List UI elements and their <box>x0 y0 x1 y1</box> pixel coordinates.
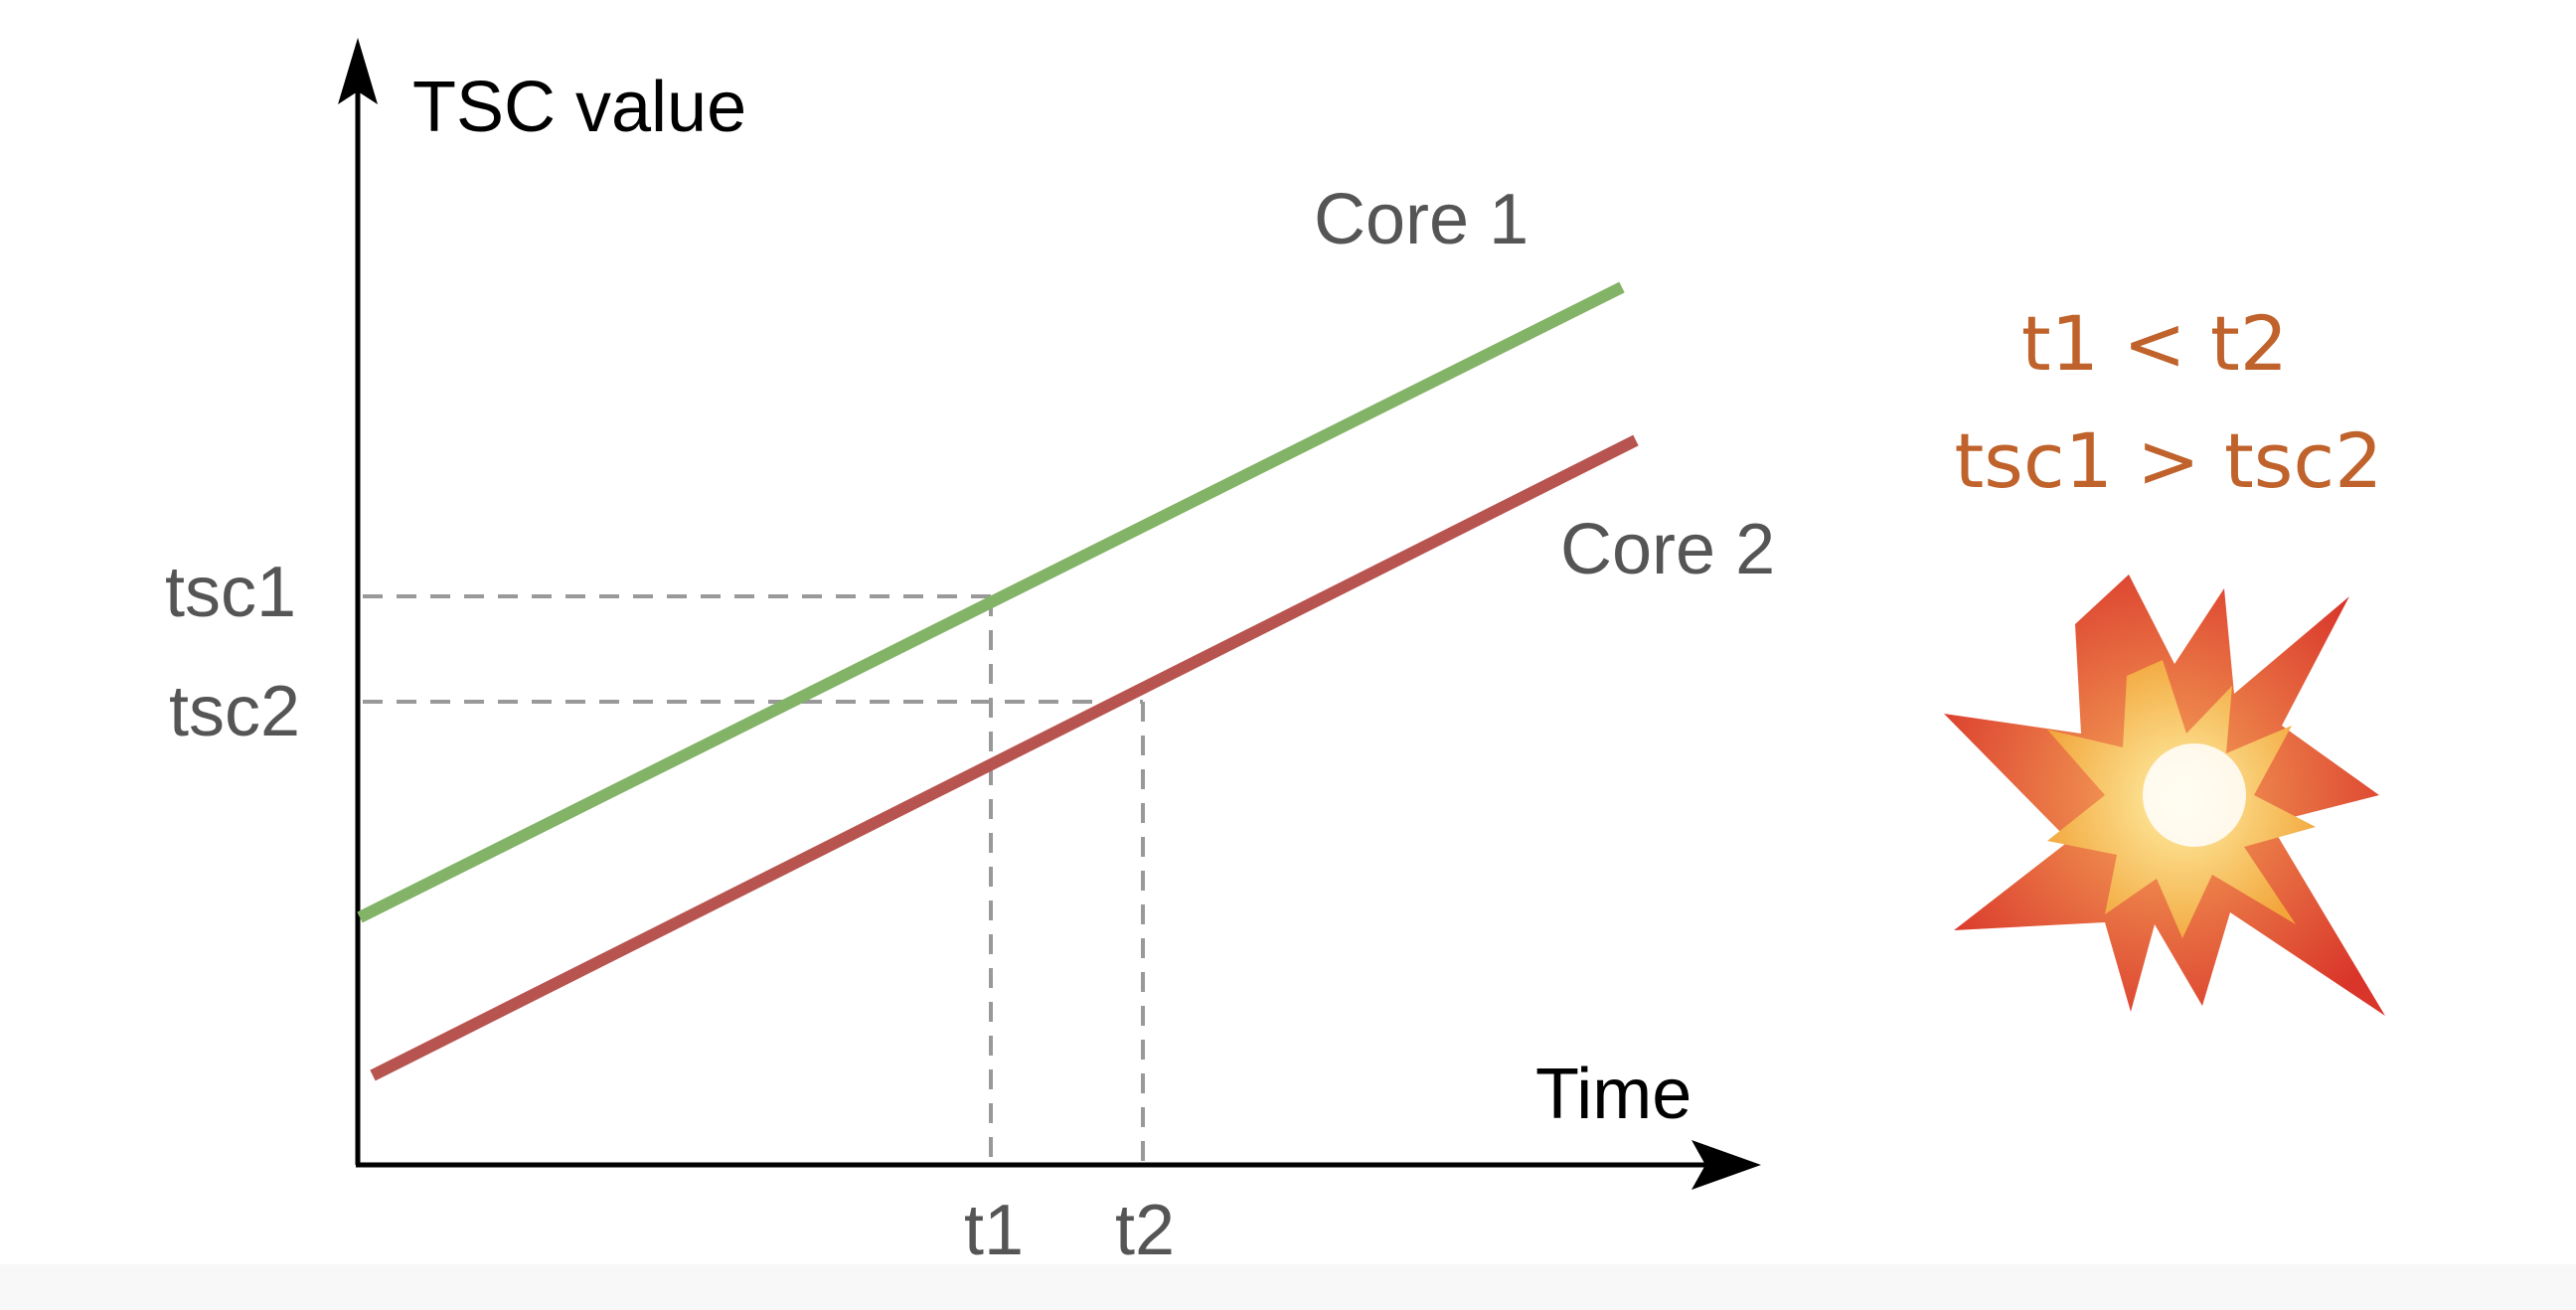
x-axis-title: Time <box>1535 1055 1691 1134</box>
core1-label: Core 1 <box>1314 180 1529 259</box>
note-inequality-time: t1 < t2 <box>2021 299 2288 388</box>
y-axis-arrowhead <box>338 38 378 104</box>
core2-label: Core 2 <box>1560 510 1775 589</box>
bottom-band <box>0 1264 2576 1310</box>
core1-line <box>357 281 1625 923</box>
x-axis-arrowhead <box>1691 1140 1761 1190</box>
guide-lines <box>363 594 1145 1165</box>
note-inequality-tsc: tsc1 > tsc2 <box>1954 416 2382 505</box>
tsc1-label: tsc1 <box>165 553 296 632</box>
y-axis <box>338 38 378 1165</box>
tsc2-label: tsc2 <box>169 672 300 751</box>
x-axis <box>356 1140 1761 1190</box>
t2-label: t2 <box>1115 1191 1175 1270</box>
y-axis-title: TSC value <box>412 68 746 147</box>
core2-line <box>370 434 1639 1081</box>
t1-label: t1 <box>964 1191 1024 1270</box>
collision-icon <box>1944 574 2385 1016</box>
